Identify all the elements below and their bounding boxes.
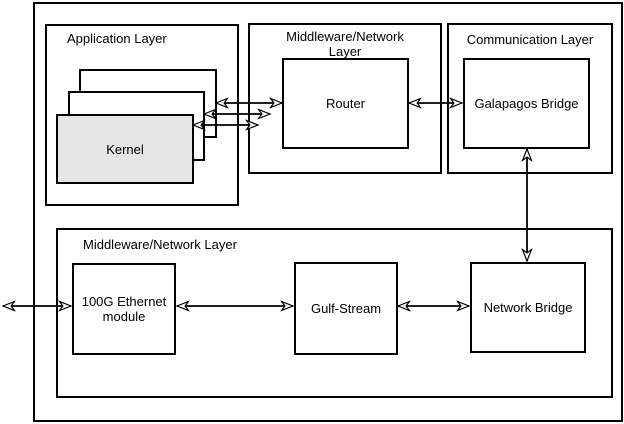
middleware-bottom-layer-title: Middleware/Network Layer	[83, 237, 237, 252]
gulf-stream-box: Gulf-Stream	[294, 262, 398, 355]
ethernet-module-label: 100G Ethernet module	[81, 294, 167, 324]
middleware-bottom-layer-box: Middleware/Network Layer 100G Ethernet m…	[56, 228, 613, 398]
communication-layer-box: Communication Layer Galapagos Bridge	[447, 23, 613, 174]
network-bridge-label: Network Bridge	[483, 300, 573, 315]
galapagos-bridge-box: Galapagos Bridge	[463, 58, 590, 149]
middleware-top-layer-box: Middleware/Network Layer Router	[248, 23, 442, 174]
gulf-stream-label: Gulf-Stream	[310, 301, 382, 316]
kernel-box: Kernel	[56, 114, 194, 184]
communication-layer-title: Communication Layer	[466, 32, 594, 47]
middleware-top-layer-title: Middleware/Network Layer	[286, 29, 404, 59]
router-label: Router	[325, 96, 366, 111]
ethernet-module-box: 100G Ethernet module	[72, 263, 176, 355]
router-box: Router	[282, 58, 409, 149]
application-layer-title: Application Layer	[67, 31, 167, 46]
network-bridge-box: Network Bridge	[470, 262, 586, 353]
application-layer-box: Application Layer Kernel	[45, 24, 239, 206]
kernel-label: Kernel	[106, 141, 144, 157]
galapagos-bridge-label: Galapagos Bridge	[474, 96, 579, 111]
